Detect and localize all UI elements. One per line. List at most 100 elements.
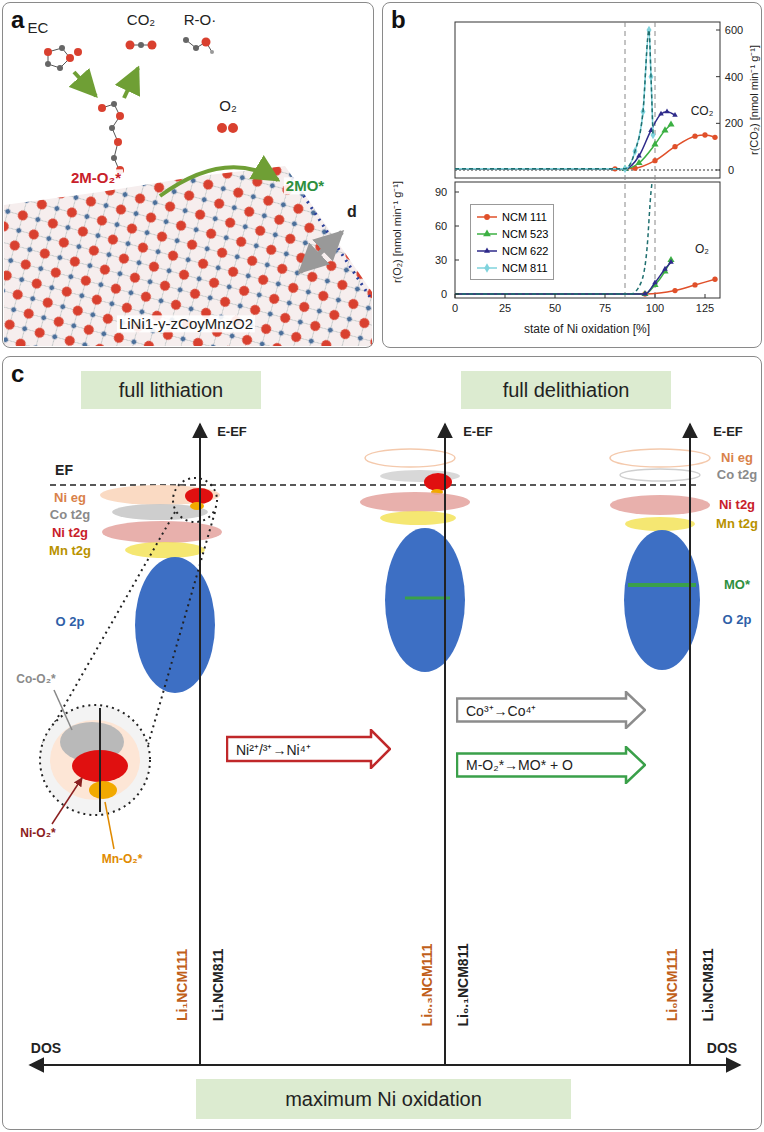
tick [605,294,606,298]
data-marker [667,120,674,126]
data-marker [692,134,697,139]
arrow-outline [457,692,645,728]
dos-label: Li₀.₁NCM811 [455,944,471,1027]
tick [455,226,459,227]
dos-label: Li₁NCM811 [210,949,226,1022]
arrow-outline [457,747,645,783]
dos-label: Ni eg [54,491,86,506]
crystal-lattice [4,160,372,346]
tick [455,192,459,193]
data-curve [455,279,715,294]
dos-label: Ni-O₂* [20,827,55,841]
chart-label: 600 [725,24,743,37]
ec-molecule [44,45,82,71]
species-label: CO₂ [127,11,155,28]
data-marker [712,135,717,140]
panel-box: b [382,2,762,348]
process-arrow: Ni²⁺/³⁺→Ni⁴⁺ [226,729,391,769]
arrow-outline [227,730,390,768]
state-banner: full lithiation [81,371,261,409]
species-label: O₂ [219,97,237,114]
dos-label: Mn t2g [49,544,91,559]
data-marker [652,158,657,163]
panel-box: a [2,2,374,348]
data-marker [702,132,707,137]
species-label: 2M-O₂* [69,169,123,186]
species-label: LiNi1-y-zCoyMnzO2 [117,315,255,332]
dos-label: DOS [707,1040,737,1056]
chart-label: r(CO₂) [nmol min⁻¹ g⁻¹] [748,45,761,155]
chart-label: r(O₂) [nmol min⁻¹ g⁻¹] [391,181,404,283]
node-label: Ni²⁺/³⁺→Ni⁴⁺ [226,740,311,759]
tick [716,76,720,77]
chart-label: O₂ [695,243,709,257]
intermediate-molecule [98,101,124,174]
chart-label: 60 [435,220,447,233]
node-label: full delithiation [503,379,630,402]
node-label: full lithiation [119,379,224,402]
panel-box: cfull lithiationfull delithiationmaximum… [2,356,762,1130]
data-marker [668,259,674,264]
ro-radical [183,37,214,54]
tick [716,30,720,31]
data-marker [692,282,697,287]
chart-data [455,26,720,298]
dos-label: O 2p [56,615,85,630]
molecules [44,37,342,272]
legend-entry: NCM 811 [476,259,548,276]
data-marker [658,111,664,116]
dos-label: Mn-O₂* [102,853,143,867]
data-marker [661,126,668,132]
data-marker [672,144,677,149]
chart-label: 90 [435,186,447,199]
data-marker [636,153,642,158]
tick [455,294,459,295]
dos-label: MO* [724,578,750,593]
chart-label: 0 [441,288,447,301]
data-marker [662,266,668,271]
tick [716,170,720,171]
dos-label: Co t2g [50,508,90,523]
dos-label: EF [55,462,73,478]
dos-label: E-EF [463,425,493,440]
dos-label: Ni eg [721,451,753,466]
chart-label: 75 [599,302,611,315]
species-label: EC [28,19,49,36]
dos-label: Co-O₂* [16,673,55,687]
process-arrow: M-O₂*→MO* + O [456,746,646,784]
tick [455,294,456,298]
dos-label: Ni t2g [719,498,755,513]
data-marker [642,291,648,296]
dos-diagram [30,424,740,1065]
data-curve [455,30,653,169]
legend-text: NCM 523 [502,228,548,240]
dos-label: Mn t2g [716,517,758,532]
data-curve [455,183,652,294]
chart-label: 125 [696,302,714,315]
legend-text: NCM 811 [502,262,548,274]
chart-label: 0 [452,302,458,315]
legend-entry: NCM 111 [476,208,548,225]
dos-label: O 2p [723,613,752,628]
state-banner: full delithiation [461,371,671,409]
panel-letter: c [11,360,24,388]
tick [655,294,656,298]
data-marker [664,108,670,113]
tick [716,123,720,124]
legend-swatch [476,245,498,257]
species-label: R-O· [184,11,217,28]
dos-label: E-EF [713,425,743,440]
chart-label: CO₂ [691,105,714,119]
legend-text: NCM 622 [502,245,548,257]
legend-entry: NCM 622 [476,242,548,259]
chart-legend: NCM 111NCM 523NCM 622NCM 811 [470,204,554,280]
species-label: 2MO* [284,177,326,194]
co2-molecule [126,41,157,50]
chart-label: 200 [725,117,743,130]
panel-letter: b [391,6,406,34]
data-marker [712,277,717,282]
dos-label: DOS [31,1040,61,1056]
data-marker [672,112,678,117]
chart-label: 30 [435,254,447,267]
node-label: M-O₂*→MO* + O [456,757,573,773]
